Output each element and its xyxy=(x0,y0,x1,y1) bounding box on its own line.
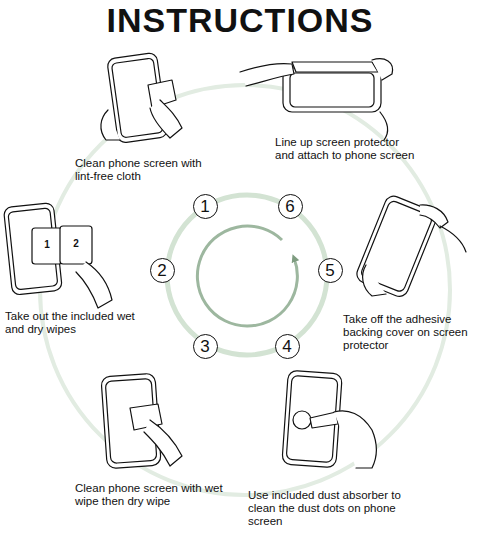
step-caption: Use included dust absorber to clean the … xyxy=(248,489,406,528)
step-number: 1 xyxy=(200,198,209,215)
step-number: 5 xyxy=(325,262,334,279)
step-caption: Take off the adhesive backing cover on s… xyxy=(343,313,477,352)
wipe-number: 1 xyxy=(33,240,61,250)
step-caption: Line up screen protector and attach to p… xyxy=(275,136,417,162)
step-caption: Take out the included wet and dry wipes xyxy=(5,310,140,336)
step-number-circle: 4 xyxy=(275,334,300,359)
page-title: INSTRUCTIONS xyxy=(0,0,480,40)
step-number-circle: 1 xyxy=(193,194,218,219)
step-number-circle: 6 xyxy=(278,194,303,219)
step-number: 6 xyxy=(285,198,294,215)
step-number: 2 xyxy=(157,262,166,279)
step-number: 4 xyxy=(282,338,291,355)
step-number-circle: 3 xyxy=(193,334,218,359)
step-number-circle: 5 xyxy=(318,258,343,283)
step-number-circle: 2 xyxy=(150,258,175,283)
step-number: 3 xyxy=(200,338,209,355)
wipe-number: 2 xyxy=(61,239,91,249)
step-caption: Clean phone screen with lint-free cloth xyxy=(75,157,217,183)
step-caption: Clean phone screen with wet wipe then dr… xyxy=(75,482,225,508)
